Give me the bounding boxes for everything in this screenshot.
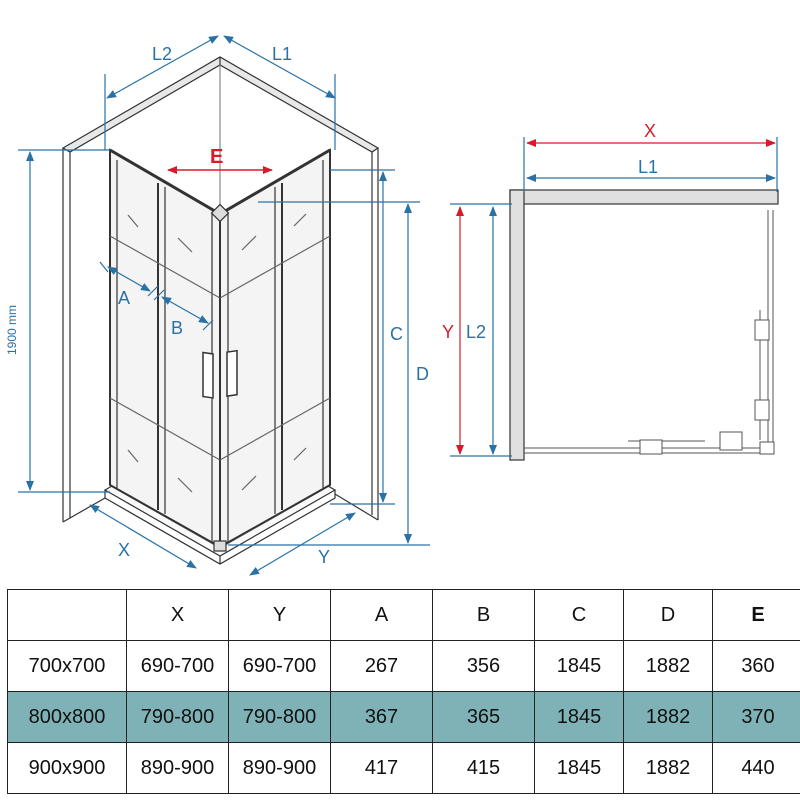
table-cell: 690-700 [126,640,229,692]
plan-label-x: X [644,121,656,141]
table-cell: 415 [432,742,535,794]
plan-view [509,189,779,461]
table-cell: 1882 [623,640,713,692]
label-iso-x: X [118,540,130,560]
label-height: 1900 mm [5,305,19,355]
table-cell: 1845 [534,742,624,794]
table-cell: 890-900 [228,742,331,794]
plan-label-l2: L2 [466,322,486,342]
table-header-cell: E [712,589,800,641]
table-cell: 1845 [534,691,624,743]
table-header-cell: D [623,589,713,641]
isometric-view [61,56,380,565]
iso-dimensions [18,35,430,576]
table-cell: 700x700 [7,640,127,692]
label-l2: L2 [152,44,172,64]
plan-label-y: Y [442,322,454,342]
table-header-cell: C [534,589,624,641]
table-cell: 790-800 [126,691,229,743]
shower-diagram: L2 L1 E A B C D X Y 1900 mm [5,35,779,576]
label-l1: L1 [272,44,292,64]
table-cell: 367 [330,691,433,743]
table-cell: 267 [330,640,433,692]
table-cell: 417 [330,742,433,794]
door-handles [202,349,238,399]
table-cell: 800x800 [7,691,127,743]
table-cell: 1882 [623,742,713,794]
label-a: A [118,288,130,308]
table-header-cell: B [432,589,535,641]
table-cell: 890-900 [126,742,229,794]
left-door-panel [109,148,221,549]
table-cell: 790-800 [228,691,331,743]
table-cell: 690-700 [228,640,331,692]
table-header-cell [7,589,127,641]
label-c: C [390,324,403,344]
label-e: E [210,146,223,168]
label-d: D [416,364,429,384]
right-door-panel [219,148,331,549]
table-cell: 370 [712,691,800,743]
label-iso-y: Y [318,547,330,567]
label-b: B [171,318,183,338]
table-header-cell: X [126,589,229,641]
plan-dimensions [450,137,778,457]
plan-label-l1: L1 [638,157,658,177]
table-cell: 900x900 [7,742,127,794]
table-cell: 440 [712,742,800,794]
table-cell: 1882 [623,691,713,743]
table-cell: 356 [432,640,535,692]
table-cell: 365 [432,691,535,743]
table-header-cell: Y [228,589,331,641]
table-cell: 1845 [534,640,624,692]
table-header-cell: A [330,589,433,641]
table-cell: 360 [712,640,800,692]
